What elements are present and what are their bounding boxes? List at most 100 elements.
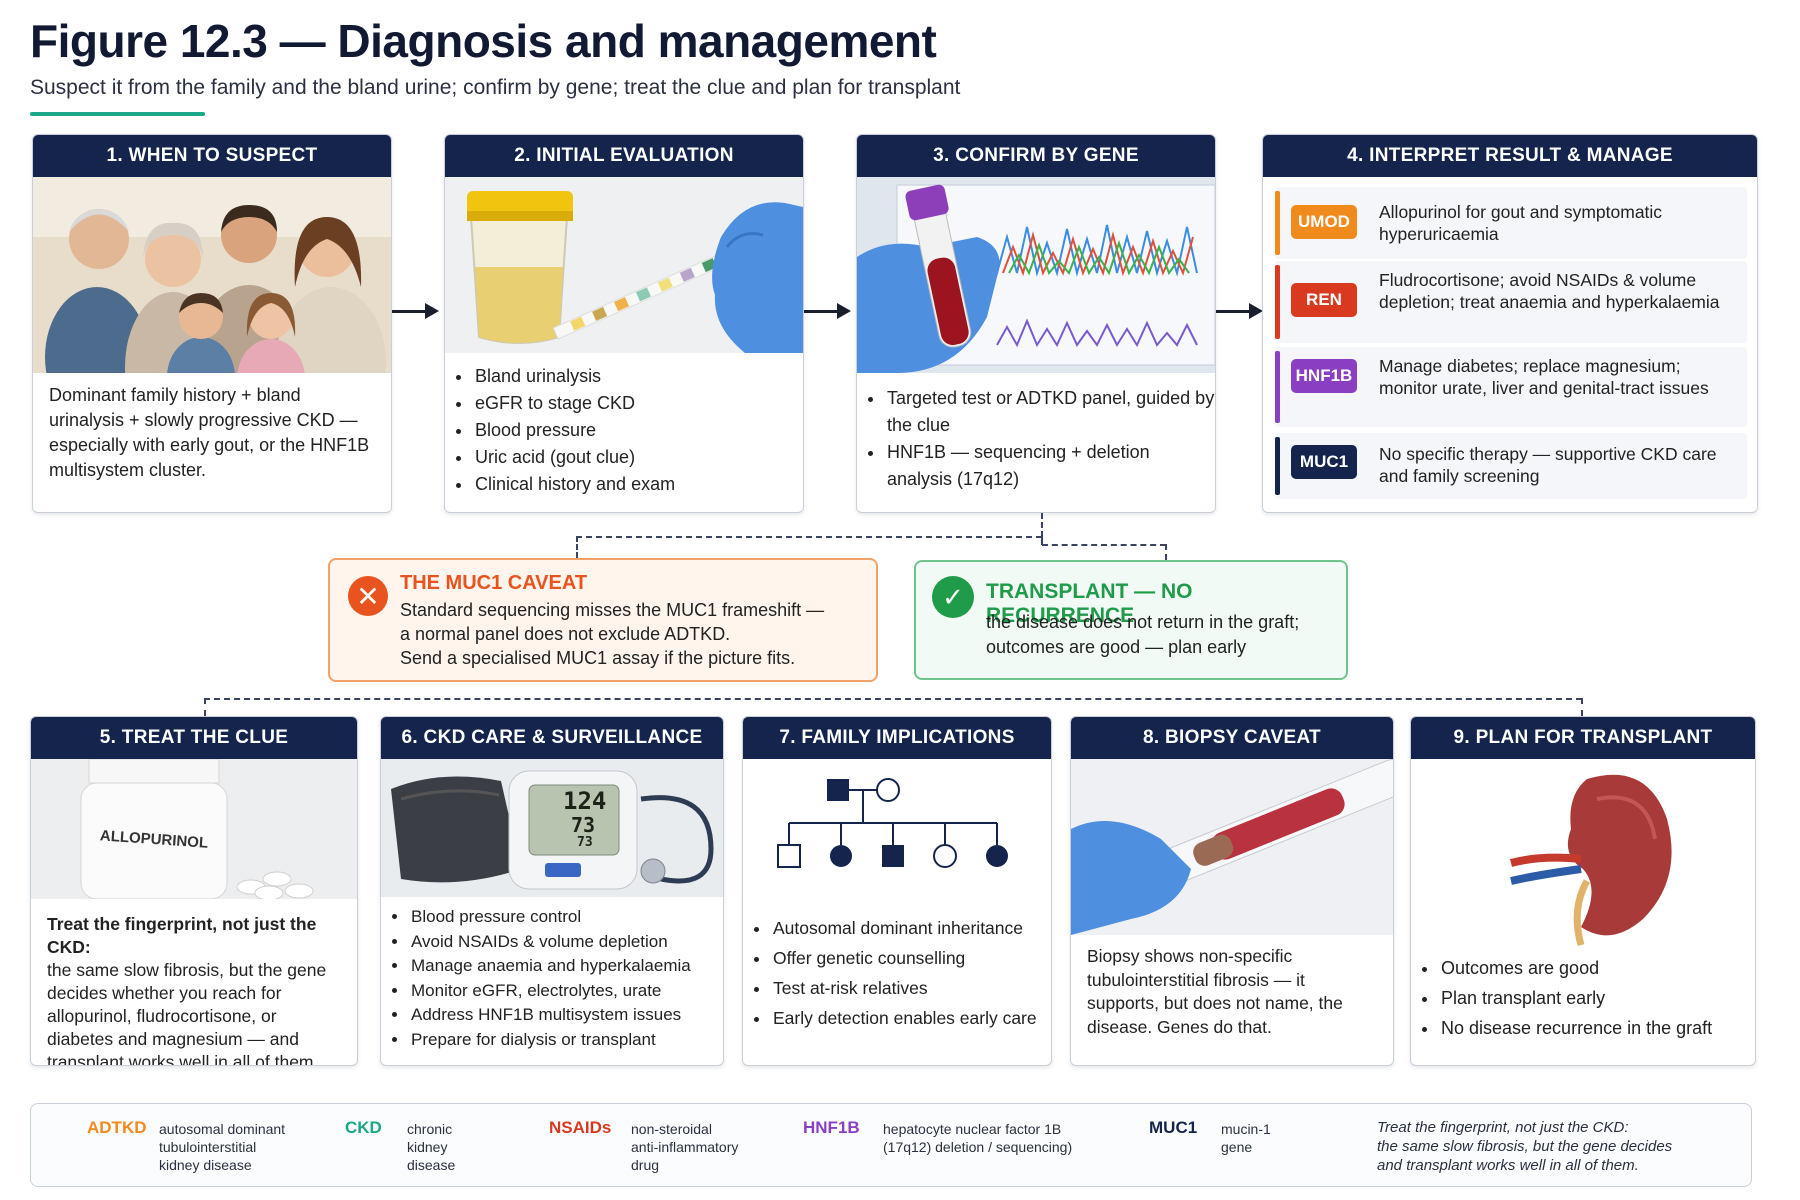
accent-bar — [1275, 351, 1280, 423]
card-header: 5. TREAT THE CLUE — [31, 717, 357, 759]
connector-line — [1041, 537, 1043, 545]
card-header: 7. FAMILY IMPLICATIONS — [743, 717, 1051, 759]
list-item: HNF1B — sequencing + deletion analysis (… — [885, 439, 1215, 493]
connector-line — [204, 698, 206, 716]
x-circle-icon: ✕ — [348, 576, 388, 616]
legend-def-line: autosomal dominant — [159, 1121, 286, 1137]
legend-note-line: and transplant works well in all of them… — [1377, 1157, 1639, 1174]
monitor-reading-dia: 73 — [571, 813, 596, 837]
confirm-list: Targeted test or ADTKD panel, guided by … — [857, 385, 1215, 493]
legend-abbr: ADTKD — [87, 1118, 147, 1137]
caveat-line: Send a specialised MUC1 assay if the pic… — [400, 648, 796, 668]
bp-monitor-photo: 124 73 73 — [381, 759, 723, 897]
list-item: Bland urinalysis — [473, 363, 803, 390]
legend-def-line: non-steroidal — [631, 1121, 712, 1137]
list-item: Early detection enables early care — [771, 1003, 1051, 1033]
gene-badge: REN — [1291, 283, 1357, 317]
legend-def-line: anti-inflammatory — [631, 1139, 739, 1155]
muc1-caveat-box: ✕ THE MUC1 CAVEAT Standard sequencing mi… — [328, 558, 878, 682]
connector-line — [1581, 698, 1583, 716]
legend-def-line: (17q12) deletion / sequencing) — [883, 1139, 1073, 1155]
card-description: Biopsy shows non-specific tubulointersti… — [1087, 946, 1343, 1037]
card-confirm-by-gene: 3. CONFIRM BY GENE Targeted test or ADTK… — [856, 134, 1216, 513]
card-biopsy-caveat: 8. BIOPSY CAVEAT Biopsy shows non-specif… — [1070, 716, 1394, 1066]
urinalysis-photo — [445, 177, 803, 353]
connector-line — [576, 536, 1042, 538]
blood-pressure-monitor-icon — [381, 759, 723, 897]
legend-note: Treat the fingerprint, not just the CKD:… — [1377, 1118, 1743, 1175]
gene-row-umod: UMOD Allopurinol for gout and symptomati… — [1275, 187, 1747, 259]
card-header: 4. INTERPRET RESULT & MANAGE — [1263, 135, 1757, 177]
card-interpret-result: 4. INTERPRET RESULT & MANAGE UMOD Allopu… — [1262, 134, 1758, 513]
legend-abbr: HNF1B — [803, 1118, 860, 1137]
transplant-box: ✓ TRANSPLANT — NO RECURRENCE the disease… — [914, 560, 1348, 680]
transplant-title: TRANSPLANT — NO RECURRENCE — [986, 580, 1193, 627]
kidney-photo — [1411, 759, 1755, 947]
legend-def-line: drug — [631, 1157, 660, 1173]
legend-def: non-steroidal anti-inflammatory drug — [631, 1120, 738, 1174]
list-item: Targeted test or ADTKD panel, guided by … — [885, 385, 1215, 439]
legend-note-line: the same slow fibrosis, but the gene dec… — [1377, 1138, 1673, 1155]
caveat-line: a normal panel does not exclude ADTKD. — [400, 624, 731, 644]
biopsy-core-icon — [1071, 759, 1393, 935]
connector-line — [1041, 513, 1043, 537]
accent-bar — [1275, 191, 1280, 255]
list-item: Outcomes are good — [1439, 953, 1755, 983]
page-subtitle: Suspect it from the family and the bland… — [30, 76, 961, 99]
kidney-icon — [1509, 774, 1672, 946]
family-photo — [33, 177, 391, 373]
urine-sample-icon — [445, 177, 803, 353]
list-item: Monitor eGFR, electrolytes, urate — [409, 979, 723, 1004]
family-list: Autosomal dominant inheritance Offer gen… — [743, 913, 1051, 1033]
legend-def-line: chronic — [407, 1121, 453, 1137]
legend-def-line: kidney — [407, 1139, 448, 1155]
card-family-implications: 7. FAMILY IMPLICATIONS Autosomal dominan… — [742, 716, 1052, 1066]
card-header: 9. PLAN FOR TRANSPLANT — [1411, 717, 1755, 759]
transplant-line: the disease does not return in the graft… — [986, 612, 1300, 632]
list-item: Manage anaemia and hyperkalaemia — [409, 954, 723, 979]
card-ckd-care: 6. CKD CARE & SURVEILLANCE 124 73 73 Blo… — [380, 716, 724, 1066]
list-item: Uric acid (gout clue) — [473, 444, 803, 471]
connector-line — [1165, 544, 1167, 560]
flow-arrow — [392, 303, 439, 319]
abbreviation-legend: ADTKD autosomal dominant tubulointerstit… — [30, 1103, 1752, 1187]
gene-management: No specific therapy — supportive CKD car… — [1379, 444, 1717, 486]
legend-def-line: tubulointerstitial — [159, 1139, 257, 1155]
list-item: eGFR to stage CKD — [473, 390, 803, 417]
sequencing-photo — [857, 177, 1215, 373]
card-initial-evaluation: 2. INITIAL EVALUATION — [444, 134, 804, 513]
gene-row-hnf1b: HNF1B Manage diabetes; replace magnesium… — [1275, 347, 1747, 427]
list-item: Autosomal dominant inheritance — [771, 913, 1051, 943]
title-underline — [30, 112, 205, 116]
gene-badge: MUC1 — [1291, 445, 1357, 479]
page-title: Figure 12.3 — Diagnosis and management — [30, 15, 937, 67]
pedigree-diagram — [743, 759, 1051, 907]
flow-arrow — [1216, 303, 1263, 319]
legend-def-line: kidney disease — [159, 1157, 252, 1173]
connector-line — [1042, 544, 1166, 546]
legend-def: chronic kidney disease — [407, 1120, 455, 1174]
transplant-list: Outcomes are good Plan transplant early … — [1411, 953, 1755, 1043]
card-header: 3. CONFIRM BY GENE — [857, 135, 1215, 177]
list-item: Plan transplant early — [1439, 983, 1755, 1013]
flow-arrow — [804, 303, 851, 319]
legend-abbr: CKD — [345, 1118, 382, 1137]
list-item: Clinical history and exam — [473, 471, 803, 498]
legend-def-line: hepatocyte nuclear factor 1B — [883, 1121, 1062, 1137]
accent-bar — [1275, 437, 1280, 495]
body-text: the same slow fibrosis, but the gene dec… — [47, 960, 327, 1066]
list-item: Blood pressure — [473, 417, 803, 444]
legend-abbr: MUC1 — [1149, 1118, 1198, 1137]
accent-bar — [1275, 265, 1280, 339]
card-header: 2. INITIAL EVALUATION — [445, 135, 803, 177]
check-circle-icon: ✓ — [932, 576, 974, 618]
connector-line — [204, 698, 1582, 700]
gene-row-ren: REN Fludrocortisone; avoid NSAIDs & volu… — [1275, 261, 1747, 343]
allopurinol-photo: ALLOPURINOL — [31, 759, 357, 899]
family-icon — [33, 177, 391, 373]
legend-def-line: disease — [407, 1157, 456, 1173]
pill-bottle-icon — [31, 759, 357, 899]
card-description: Treat the fingerprint, not just the CKD:… — [31, 899, 357, 1066]
legend-def: mucin-1 gene — [1221, 1120, 1271, 1156]
list-item: Address HNF1B multisystem issues — [409, 1003, 723, 1028]
